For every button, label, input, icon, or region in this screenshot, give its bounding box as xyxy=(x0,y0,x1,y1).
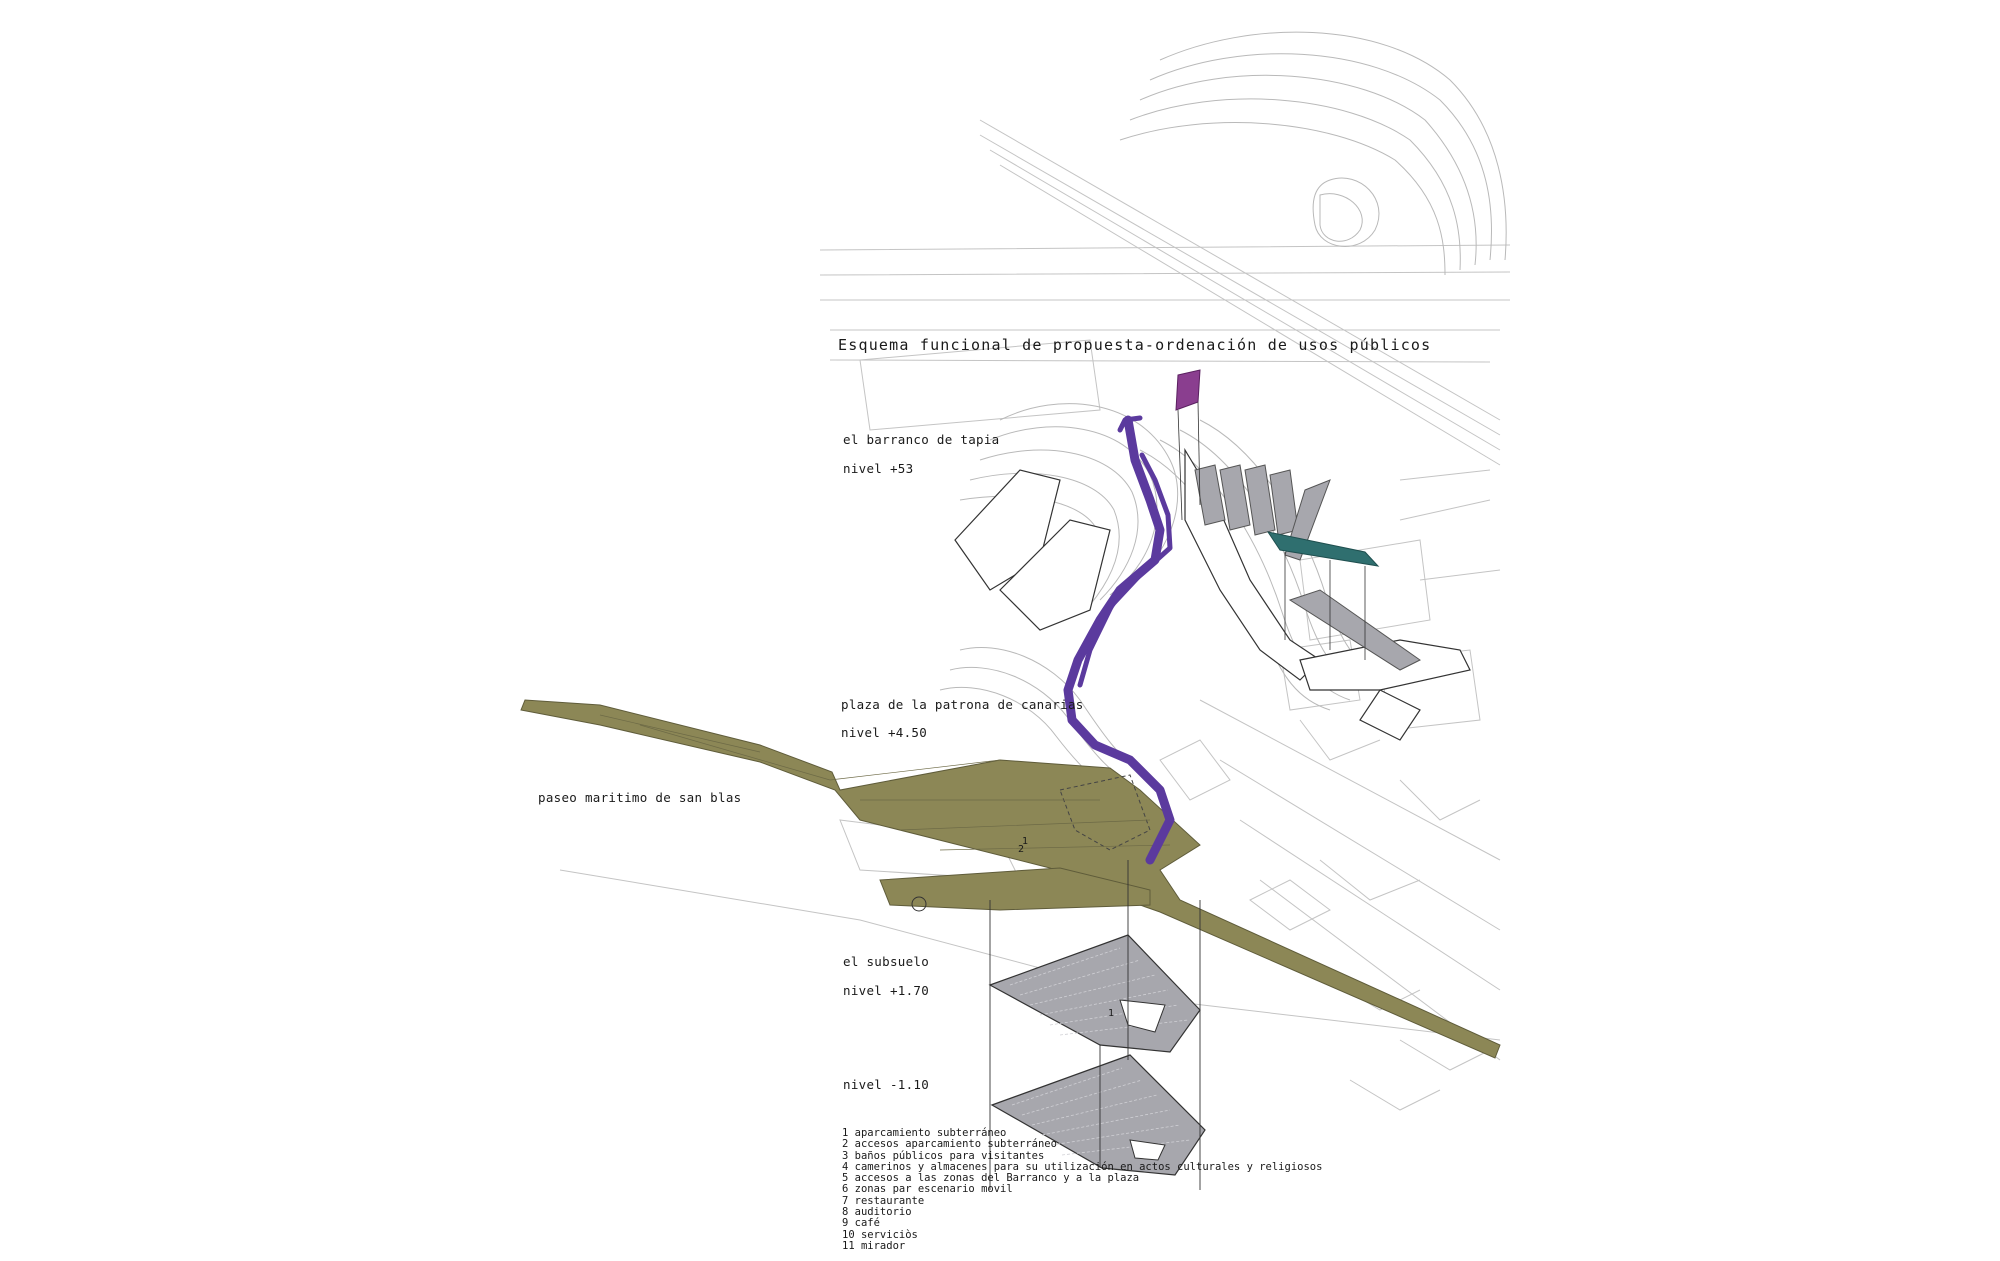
parking-upper xyxy=(988,934,1201,1053)
mirador-tower xyxy=(1175,369,1201,521)
legend-item: 3 baños públicos para visitantes xyxy=(842,1149,1045,1162)
marker-access: 2 xyxy=(1018,844,1025,855)
marker-plaza: 1 xyxy=(1022,836,1029,847)
legend-item: 7 restaurante xyxy=(842,1194,925,1207)
paseo-label: paseo maritimo de san blas xyxy=(538,790,742,805)
legend-item: 11 mirador xyxy=(842,1239,906,1252)
plaza-paseo xyxy=(520,699,1501,1059)
subsuelo-level-upper: nivel +1.70 xyxy=(843,983,930,998)
subsuelo-level-lower: nivel -1.10 xyxy=(843,1077,930,1092)
plaza-label: plaza de la patrona de canarias xyxy=(841,697,1084,712)
plaza-level: nivel +4.50 xyxy=(841,725,928,740)
legend-item: 2 accesos aparcamiento subterráneo xyxy=(842,1138,1057,1151)
urban-plan-lines xyxy=(559,119,1511,1111)
legend-item: 5 accesos a las zonas del Barranco y a l… xyxy=(842,1172,1140,1185)
terraced-buildings xyxy=(1194,464,1421,671)
barranco-label: el barranco de tapia xyxy=(843,432,1000,447)
legend-item: 8 auditorio xyxy=(842,1206,912,1219)
legend-item: 4 camerinos y almacenes para su utilizac… xyxy=(842,1160,1323,1173)
projection-lines xyxy=(989,860,1201,1190)
legend-item: 10 serviciòs xyxy=(842,1228,918,1241)
roundabout-symbol xyxy=(911,896,927,912)
legend-item: 1 aparcamiento subterráneo xyxy=(842,1127,1007,1139)
subsuelo-label: el subsuelo xyxy=(843,954,930,969)
diagram-title: Esquema funcional de propuesta-ordenació… xyxy=(838,336,1432,354)
barranco-level: nivel +53 xyxy=(843,461,914,476)
legend-item: 9 café xyxy=(842,1217,880,1230)
legend-item: 6 zonas par escenario movil xyxy=(842,1183,1013,1196)
parking-lower xyxy=(990,1054,1206,1176)
barranco-path xyxy=(1063,415,1175,865)
teal-roof xyxy=(1266,531,1380,660)
marker-parking: 1 xyxy=(1108,1008,1115,1019)
